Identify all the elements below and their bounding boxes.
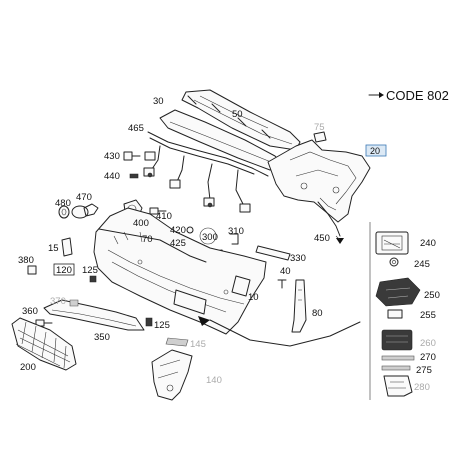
callout-20-box bbox=[365, 144, 387, 157]
callout-310: 310 bbox=[228, 226, 244, 237]
callout-260: 260 bbox=[420, 338, 436, 349]
clip-part-420 bbox=[186, 226, 194, 234]
trim-strip-part-330 bbox=[255, 245, 291, 261]
callout-360: 360 bbox=[22, 306, 38, 317]
callout-245: 245 bbox=[414, 259, 430, 270]
cover-part-280 bbox=[383, 375, 413, 397]
callout-120: 120 bbox=[56, 265, 72, 276]
callout-125a: 125 bbox=[82, 265, 98, 276]
callout-250: 250 bbox=[424, 290, 440, 301]
callout-300: 300 bbox=[202, 232, 218, 243]
callout-15: 15 bbox=[48, 243, 59, 254]
callout-270: 270 bbox=[420, 352, 436, 363]
callout-480: 480 bbox=[55, 198, 71, 209]
connector-part-430 bbox=[123, 151, 141, 161]
strip-part-270 bbox=[381, 355, 415, 361]
callout-440: 440 bbox=[104, 171, 120, 182]
callout-380: 380 bbox=[18, 255, 34, 266]
callout-240: 240 bbox=[420, 238, 436, 249]
clip-part-255 bbox=[387, 309, 403, 319]
cover-part-240 bbox=[375, 231, 409, 255]
side-bracket-part-15 bbox=[61, 237, 73, 257]
callout-10: 10 bbox=[248, 292, 259, 303]
code-reference: CODE 802 bbox=[368, 88, 449, 103]
callout-50: 50 bbox=[232, 109, 243, 120]
vent-part-250 bbox=[375, 277, 421, 307]
callout-470: 470 bbox=[76, 192, 92, 203]
callout-410: 410 bbox=[156, 211, 172, 222]
lower-cover-part-140 bbox=[151, 349, 193, 401]
callout-70: 70 bbox=[142, 234, 153, 245]
callout-370: 370 bbox=[50, 296, 66, 307]
strip-part-275 bbox=[381, 365, 411, 371]
callout-280: 280 bbox=[414, 382, 430, 393]
part-callouts: 30 50 465 75 20 430 440 470 480 410 400 … bbox=[18, 96, 440, 393]
sensor-part-470 bbox=[71, 203, 99, 219]
callout-350: 350 bbox=[94, 332, 110, 343]
cover-part-260 bbox=[381, 329, 413, 351]
callout-125b: 125 bbox=[154, 320, 170, 331]
clip-part-310 bbox=[229, 233, 239, 245]
callout-140: 140 bbox=[206, 375, 222, 386]
ring-part-480 bbox=[58, 205, 70, 219]
wiring-harness-part-465 bbox=[143, 131, 269, 213]
callout-200: 200 bbox=[20, 362, 36, 373]
grille-part-200 bbox=[11, 317, 77, 371]
callout-20: 20 bbox=[370, 146, 380, 156]
trim-part-145 bbox=[165, 337, 189, 347]
callout-425: 425 bbox=[170, 238, 186, 249]
lower-bracket-part-80 bbox=[291, 279, 307, 333]
callout-120-box bbox=[53, 263, 75, 276]
callout-80: 80 bbox=[312, 308, 323, 319]
callout-465: 465 bbox=[128, 123, 144, 134]
fastener-part-440 bbox=[129, 173, 139, 179]
bumper-bracket-part-20 bbox=[267, 139, 371, 223]
callout-75: 75 bbox=[314, 122, 325, 133]
clip-part-125a bbox=[89, 275, 97, 283]
callout-430: 430 bbox=[104, 151, 120, 162]
code-label: CODE 802 bbox=[386, 88, 449, 103]
clip-part-370 bbox=[69, 299, 79, 307]
clip-part-245 bbox=[389, 257, 399, 267]
bolt-part-410 bbox=[149, 207, 167, 215]
callout-330: 330 bbox=[290, 253, 306, 264]
callout-145: 145 bbox=[190, 339, 206, 350]
clip-part-380 bbox=[27, 265, 37, 275]
lower-spoiler-part-350 bbox=[43, 299, 145, 331]
callout-255: 255 bbox=[420, 310, 436, 321]
callout-420: 420 bbox=[170, 225, 186, 236]
clip-part-40 bbox=[277, 279, 287, 289]
callout-40: 40 bbox=[280, 266, 291, 277]
callout-30: 30 bbox=[153, 96, 164, 107]
leader-lines bbox=[98, 201, 361, 347]
callout-275: 275 bbox=[416, 365, 432, 376]
bumper-cover-part-10 bbox=[93, 207, 267, 335]
clip-part-125b bbox=[145, 317, 153, 327]
callout-450: 450 bbox=[314, 233, 330, 244]
callout-400: 400 bbox=[133, 218, 149, 229]
clip-part-75 bbox=[313, 131, 327, 143]
right-panel-reference bbox=[369, 222, 421, 400]
